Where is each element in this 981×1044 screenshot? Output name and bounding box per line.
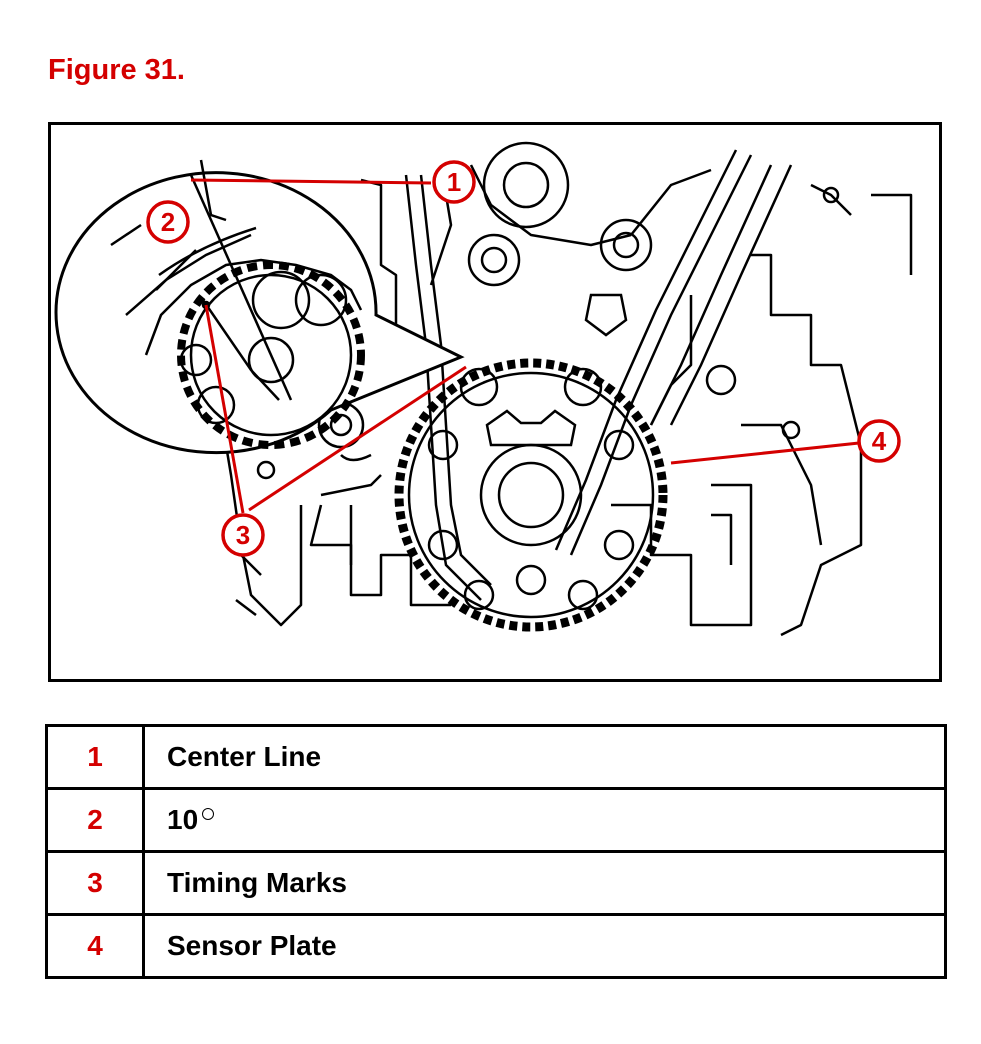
center-line-mark [189, 174, 293, 401]
callout-numbers: 1 2 3 4 [161, 167, 887, 550]
ten-degree-arc [158, 226, 257, 277]
timing-drawing: 1 2 3 4 [54, 141, 913, 637]
callout-1-badge [432, 160, 476, 204]
legend-row: 4 Sensor Plate [45, 913, 947, 979]
callout-4-number: 4 [872, 426, 887, 456]
legend-label: Timing Marks [142, 850, 947, 916]
engine-timing-diagram: 1 2 3 4 [48, 122, 942, 682]
leader-4 [670, 441, 860, 465]
legend-label: Sensor Plate [142, 913, 947, 979]
degree-symbol [202, 808, 215, 820]
crankshaft-sensor-plate [394, 358, 668, 632]
figure-title: Figure 31. [48, 54, 185, 86]
timing-mark-line [201, 299, 280, 401]
leader-1 [190, 178, 432, 185]
angle-lines [158, 159, 293, 401]
callout-leaders [190, 178, 860, 514]
callout-3-badge [221, 513, 265, 557]
legend-row: 2 10 [45, 787, 947, 853]
inset-sprocket-detail [110, 223, 365, 449]
timing-chain [404, 149, 793, 601]
callout-1-number: 1 [447, 167, 461, 197]
callout-badges [146, 160, 901, 557]
legend-label: Center Line [142, 724, 947, 790]
callout-2-badge [146, 200, 190, 244]
callout-4-badge [857, 419, 901, 463]
legend-number: 3 [45, 850, 145, 916]
callout-2-number: 2 [161, 207, 175, 237]
legend-row: 3 Timing Marks [45, 850, 947, 916]
legend-table: 1 Center Line 2 10 3 Timing Marks 4 Sens… [45, 724, 947, 979]
leader-3b [248, 365, 467, 512]
leader-3a [204, 304, 245, 514]
legend-row: 1 Center Line [45, 724, 947, 790]
legend-label-cell: 10 [142, 787, 947, 853]
legend-number: 4 [45, 913, 145, 979]
legend-number: 1 [45, 724, 145, 790]
legend-number: 2 [45, 787, 145, 853]
camshaft-sprocket-small [256, 141, 840, 480]
legend-label: 10 [167, 804, 199, 835]
magnified-inset [54, 171, 465, 455]
callout-3-number: 3 [236, 520, 250, 550]
